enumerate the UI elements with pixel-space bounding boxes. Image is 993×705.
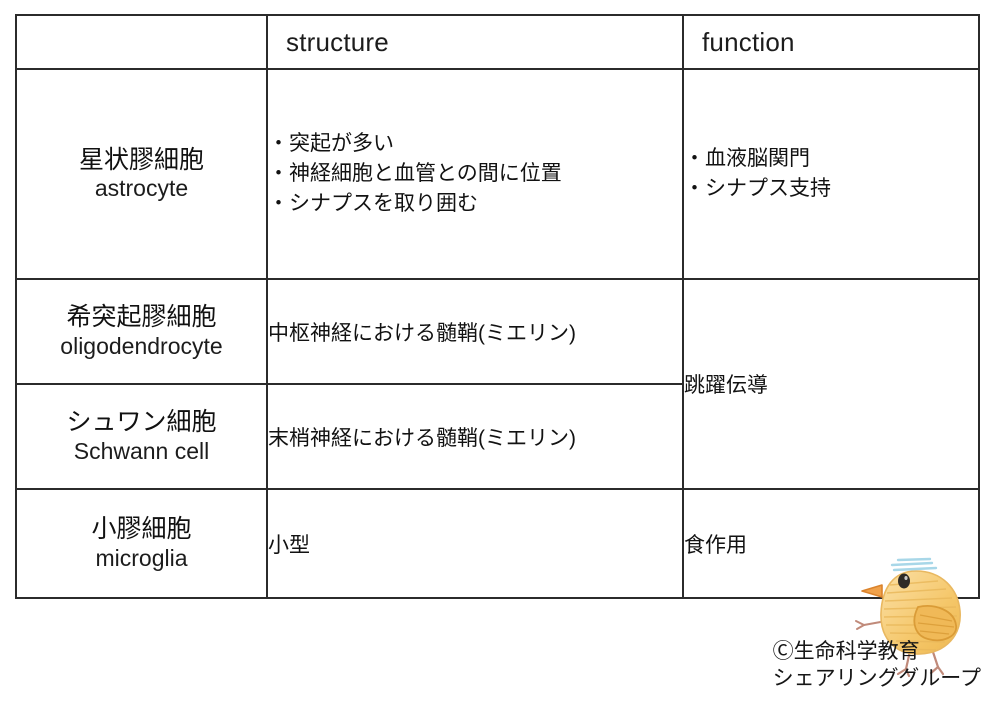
- structure-line: ・神経細胞と血管との間に位置: [268, 162, 562, 186]
- cell-structure-schwann-cell: 末梢神経における髄鞘(ミエリン): [266, 383, 684, 490]
- cell-name-en-microglia: microglia: [95, 544, 188, 571]
- function-list-astrocyte: ・血液脳関門 ・シナプス支持: [684, 144, 978, 204]
- structure-line: ・突起が多い: [268, 132, 394, 156]
- function-text: 跳躍伝導: [684, 374, 768, 397]
- cell-structure-oligodendrocyte: 中枢神経における髄鞘(ミエリン): [266, 278, 684, 385]
- function-line: ・血液脳関門: [684, 147, 810, 171]
- chick-left-arm-icon: [855, 620, 887, 630]
- header-function-label: function: [702, 26, 795, 57]
- cell-name-schwann-cell: シュワン細胞 Schwann cell: [15, 383, 268, 490]
- cell-name-en-oligodendrocyte: oligodendrocyte: [60, 332, 223, 359]
- cell-name-ja-schwann-cell: シュワン細胞: [66, 408, 217, 437]
- cell-name-astrocyte: 星状膠細胞 astrocyte: [15, 68, 268, 280]
- header-cell-function: function: [682, 14, 980, 70]
- cell-structure-microglia: 小型: [266, 488, 684, 599]
- cell-function-saltatory-conduction: 跳躍伝導: [682, 278, 980, 490]
- copyright-credit: Ⓒ生命科学教育 シェアリンググループ: [773, 638, 981, 693]
- table-row-schwann-cell: シュワン細胞 Schwann cell 末梢神経における髄鞘(ミエリン): [15, 383, 979, 490]
- table-row-astrocyte: 星状膠細胞 astrocyte ・突起が多い ・神経細胞と血管との間に位置 ・シ…: [15, 68, 980, 280]
- cell-name-en-astrocyte: astrocyte: [94, 175, 189, 202]
- function-text: 食作用: [684, 533, 747, 557]
- structure-text: 末梢神経における髄鞘(ミエリン): [268, 426, 576, 450]
- function-line: ・シナプス支持: [684, 177, 831, 200]
- structure-text: 中枢神経における髄鞘(ミエリン): [268, 321, 576, 345]
- cell-name-oligodendrocyte: 希突起膠細胞 oligodendrocyte: [15, 278, 268, 385]
- cell-function-microglia: 食作用: [682, 488, 980, 599]
- cell-function-astrocyte: ・血液脳関門 ・シナプス支持: [682, 68, 980, 280]
- chick-wing-texture-icon: [917, 614, 955, 635]
- cell-structure-astrocyte: ・突起が多い ・神経細胞と血管との間に位置 ・シナプスを取り囲む: [266, 68, 684, 280]
- glia-cell-table: structure function 星状膠細胞 astrocyte ・突起が多…: [15, 14, 980, 599]
- cell-name-ja-astrocyte: 星状膠細胞: [78, 145, 204, 174]
- header-cell-structure: structure: [266, 14, 684, 70]
- cell-name-ja-oligodendrocyte: 希突起膠細胞: [66, 303, 217, 332]
- structure-text: 小型: [268, 533, 310, 557]
- structure-line: ・シナプスを取り囲む: [268, 191, 478, 215]
- cell-name-en-schwann-cell: Schwann cell: [73, 437, 210, 464]
- chick-wing-icon: [913, 605, 957, 642]
- credit-line-2: シェアリンググループ: [772, 667, 981, 691]
- cell-name-ja-microglia: 小膠細胞: [91, 515, 192, 544]
- cell-name-microglia: 小膠細胞 microglia: [15, 488, 268, 599]
- header-structure-label: structure: [286, 26, 389, 57]
- table-header-row: structure function: [15, 14, 980, 70]
- table-row-oligodendrocyte: 希突起膠細胞 oligodendrocyte 中枢神経における髄鞘(ミエリン) …: [15, 278, 980, 490]
- header-cell-blank: [15, 14, 268, 70]
- credit-line-1: Ⓒ生命科学教育: [772, 639, 920, 663]
- table-row-microglia: 小膠細胞 microglia 小型 食作用: [15, 488, 980, 599]
- structure-list-astrocyte: ・突起が多い ・神経細胞と血管との間に位置 ・シナプスを取り囲む: [268, 129, 682, 218]
